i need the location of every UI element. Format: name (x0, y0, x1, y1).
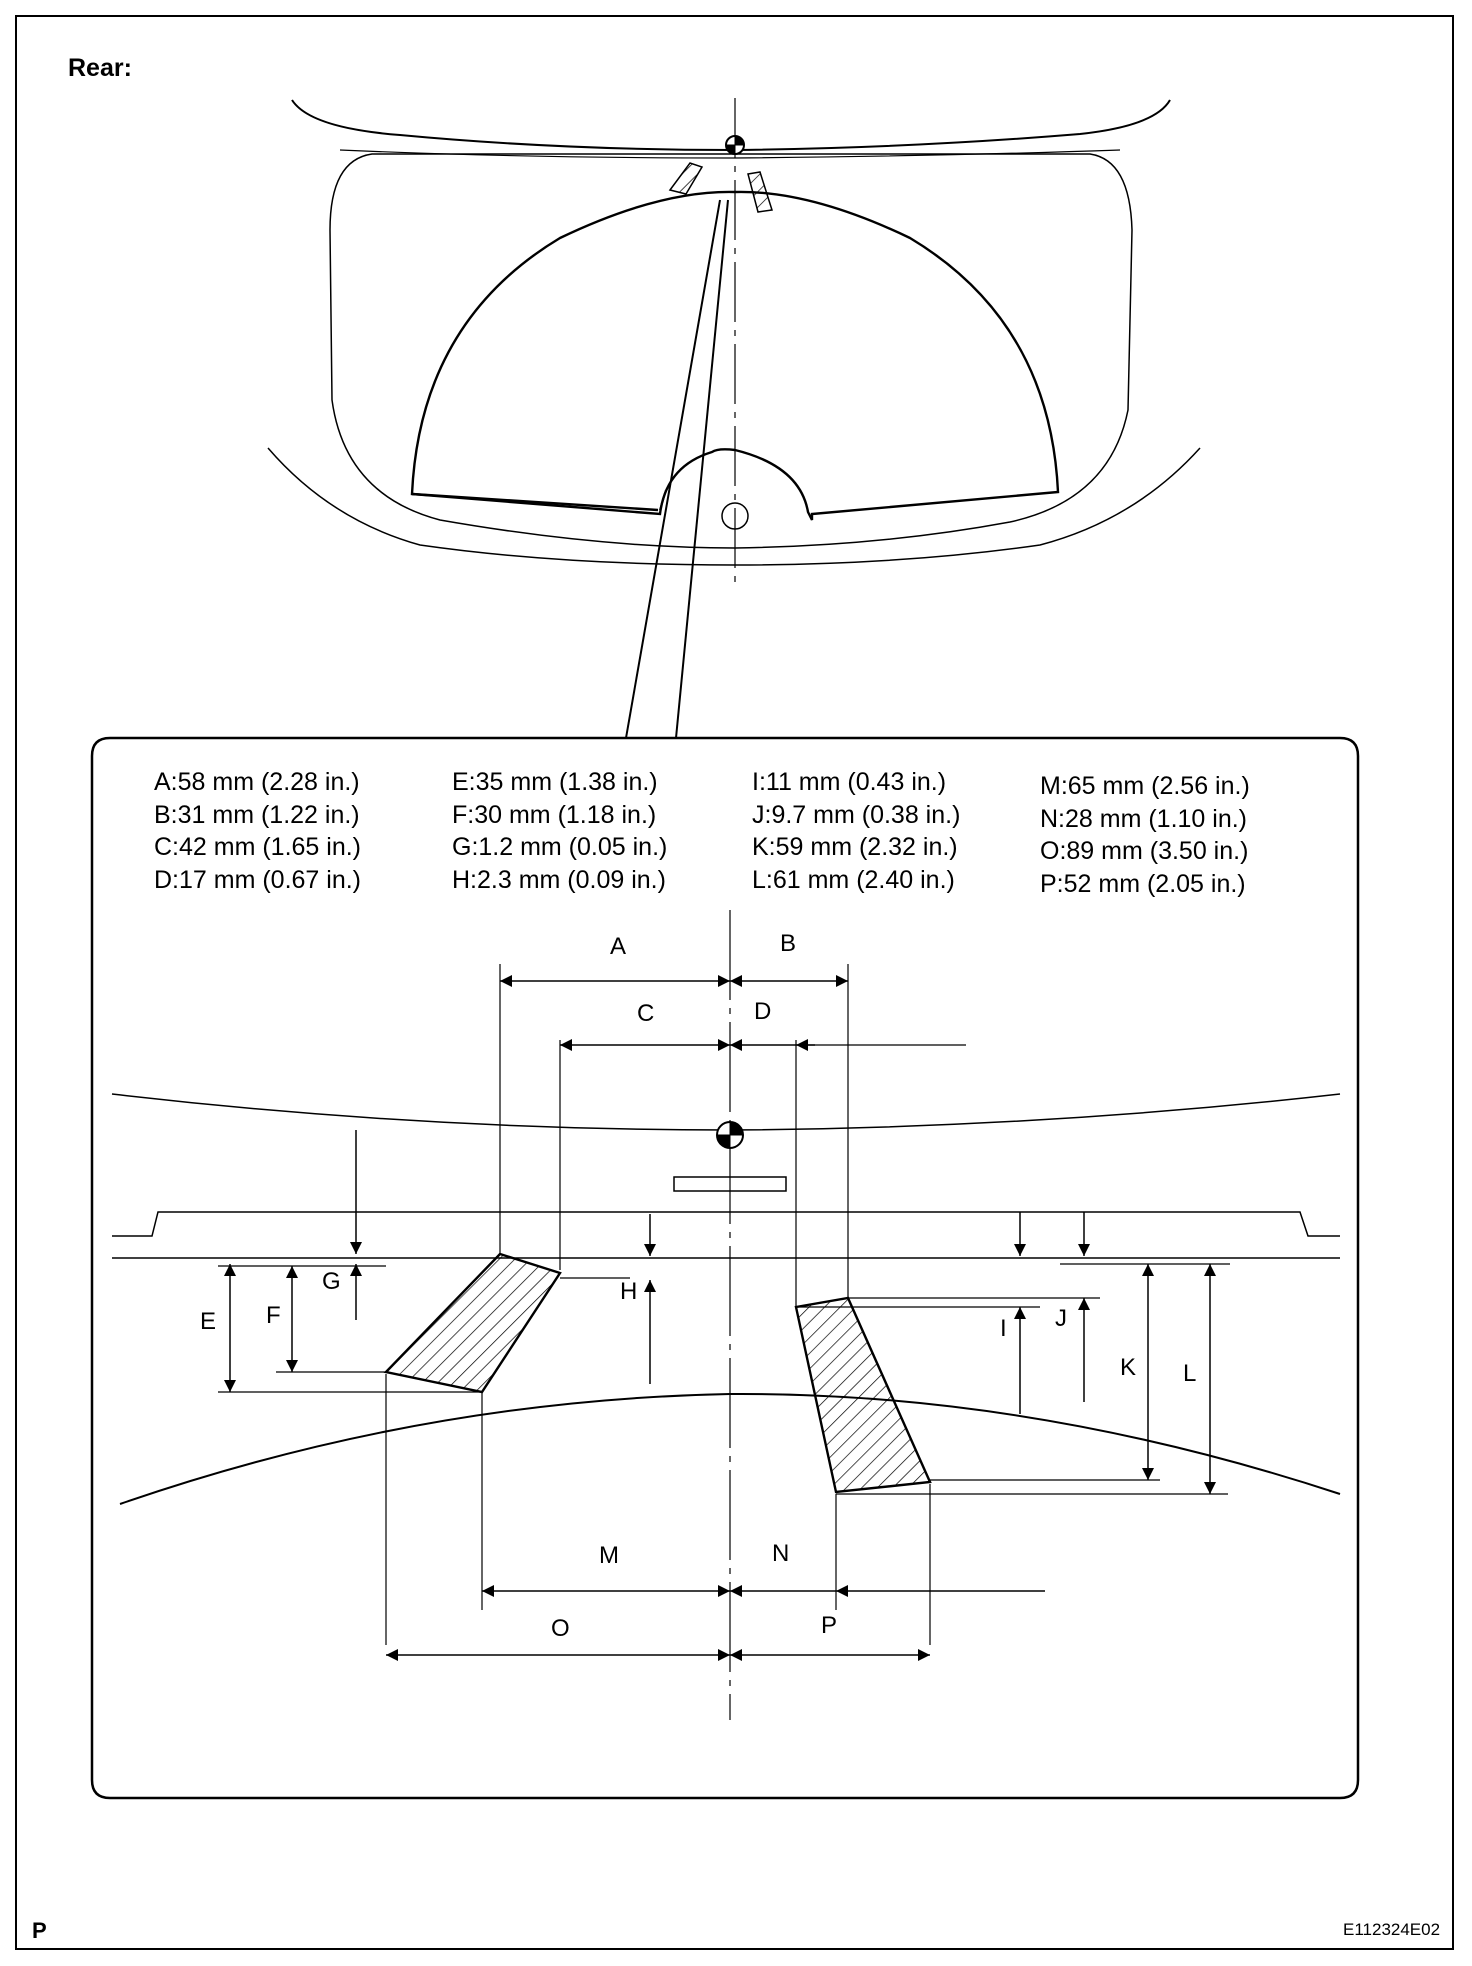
spec-column-1: A:58 mm (2.28 in.) B:31 mm (1.22 in.) C:… (154, 766, 361, 896)
spec-P: P:52 mm (2.05 in.) (1040, 869, 1246, 898)
spec-B: B:31 mm (1.22 in.) (154, 800, 360, 829)
dim-label-K: K (1120, 1354, 1137, 1381)
dim-label-C: C (637, 1000, 655, 1027)
spec-D: D:17 mm (0.67 in.) (154, 865, 362, 894)
spec-H: H:2.3 mm (0.09 in.) (452, 865, 666, 894)
dim-label-H: H (620, 1278, 638, 1305)
spec-O: O:89 mm (3.50 in.) (1040, 837, 1249, 865)
spec-column-4: M:65 mm (2.56 in.) N:28 mm (1.10 in.) O:… (1040, 770, 1250, 900)
page-frame (15, 15, 1454, 1950)
body-curve-right (734, 447, 1201, 566)
sticker-semicircle (410, 190, 1060, 521)
spec-K: K:59 mm (2.32 in.) (752, 833, 958, 861)
hatched-sticker-left (383, 1252, 562, 1394)
spec-M: M:65 mm (2.56 in.) (1040, 772, 1250, 800)
dim-label-P: P (821, 1612, 838, 1639)
dim-label-M: M (599, 1542, 619, 1569)
corner-mark-left: P (32, 1918, 47, 1943)
detail-drawing (111, 910, 1341, 1720)
dim-label-A: A (610, 933, 627, 960)
spec-column-2: E:35 mm (1.38 in.) F:30 mm (1.18 in.) G:… (452, 766, 667, 896)
dim-label-L: L (1183, 1360, 1197, 1387)
dim-label-I: I (1000, 1315, 1007, 1342)
dim-label-F: F (266, 1302, 281, 1329)
dim-label-N: N (772, 1540, 790, 1567)
spec-C: C:42 mm (1.65 in.) (154, 833, 362, 861)
spec-F: F:30 mm (1.18 in.) (452, 800, 657, 829)
spec-I: I:11 mm (0.43 in.) (752, 768, 947, 796)
spec-L: L:61 mm (2.40 in.) (752, 865, 955, 894)
rear-window-overview (267, 98, 1201, 739)
glass-edge-top (112, 1211, 1340, 1237)
small-sticker-right (747, 171, 773, 213)
spec-N: N:28 mm (1.10 in.) (1040, 804, 1248, 833)
dim-label-B: B (780, 930, 797, 957)
spec-G: G:1.2 mm (0.05 in.) (452, 833, 668, 861)
dim-label-J: J (1055, 1305, 1067, 1332)
dim-label-O: O (551, 1615, 570, 1642)
spec-column-3: I:11 mm (0.43 in.) J:9.7 mm (0.38 in.) K… (752, 766, 960, 896)
dim-label-E: E (200, 1308, 217, 1335)
dim-label-G: G (322, 1268, 341, 1295)
body-curve-left (267, 447, 736, 566)
page-title: Rear: (68, 54, 132, 82)
dim-label-D: D (754, 998, 772, 1025)
spec-A: A:58 mm (2.28 in.) (154, 768, 360, 796)
detail-box (90, 736, 1360, 1800)
hatched-sticker-right (794, 1296, 932, 1494)
spec-J: J:9.7 mm (0.38 in.) (752, 800, 961, 829)
spec-E: E:35 mm (1.38 in.) (452, 768, 658, 796)
small-sticker-left (668, 162, 704, 195)
figure-id: E112324E02 (1343, 1920, 1441, 1939)
